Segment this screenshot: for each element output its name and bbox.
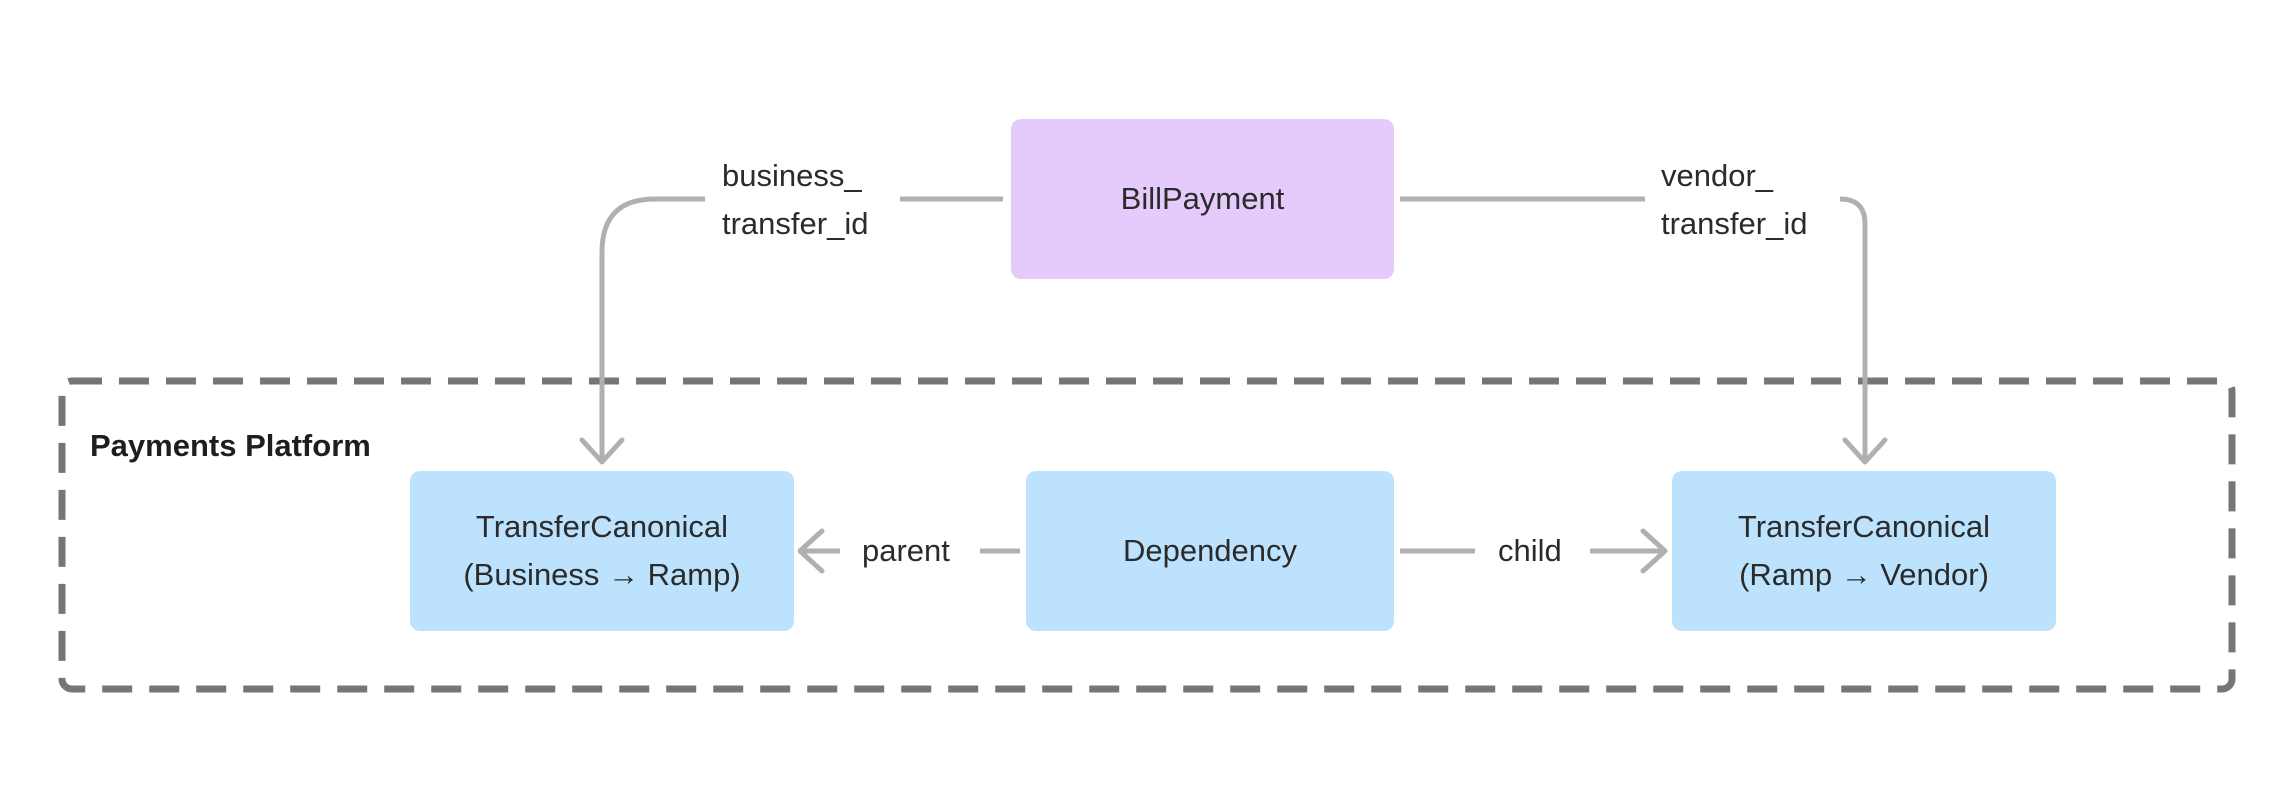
edge-business-transfer-line-left [599,196,705,462]
edge-label-business-line1: business_ [722,158,862,193]
node-transfer-canonical-business[interactable]: TransferCanonical (Business → Ramp) [410,471,794,631]
node-dependency-label: Dependency [1122,533,1298,568]
group-label-payments-platform: Payments Platform [90,428,371,463]
edge-parent-arrowhead [797,528,825,574]
edge-business-transfer-arrowhead [579,437,625,465]
node-transfer-canonical-vendor[interactable]: TransferCanonical (Ramp → Vendor) [1672,471,2056,631]
node-transfer-vendor-line1: TransferCanonical [1737,509,1991,544]
edge-label-child: child [1498,533,1562,568]
edge-label-parent: parent [862,533,950,568]
node-transfer-vendor-line2: (Ramp → Vendor) [1739,557,1989,592]
node-bill-payment-label: BillPayment [1120,181,1285,216]
edge-label-business-line2: transfer_id [722,206,869,241]
payments-platform-boundary [58,377,2236,693]
edge-label-vendor-line1: vendor_ [1661,158,1774,193]
node-transfer-business-line1: TransferCanonical [475,509,729,544]
node-dependency[interactable]: Dependency [1026,471,1394,631]
edge-label-business-transfer-id: business_ transfer_id [722,152,868,248]
node-bill-payment[interactable]: BillPayment [1011,119,1394,279]
node-transfer-business-line2: (Business → Ramp) [463,557,741,592]
edge-vendor-transfer-arrowhead [1842,437,1888,465]
edge-vendor-transfer-line-right [1839,196,1868,462]
edge-child-arrowhead [1640,528,1668,574]
edge-label-vendor-line2: transfer_id [1661,206,1808,241]
edge-label-vendor-transfer-id: vendor_ transfer_id [1661,152,1807,248]
